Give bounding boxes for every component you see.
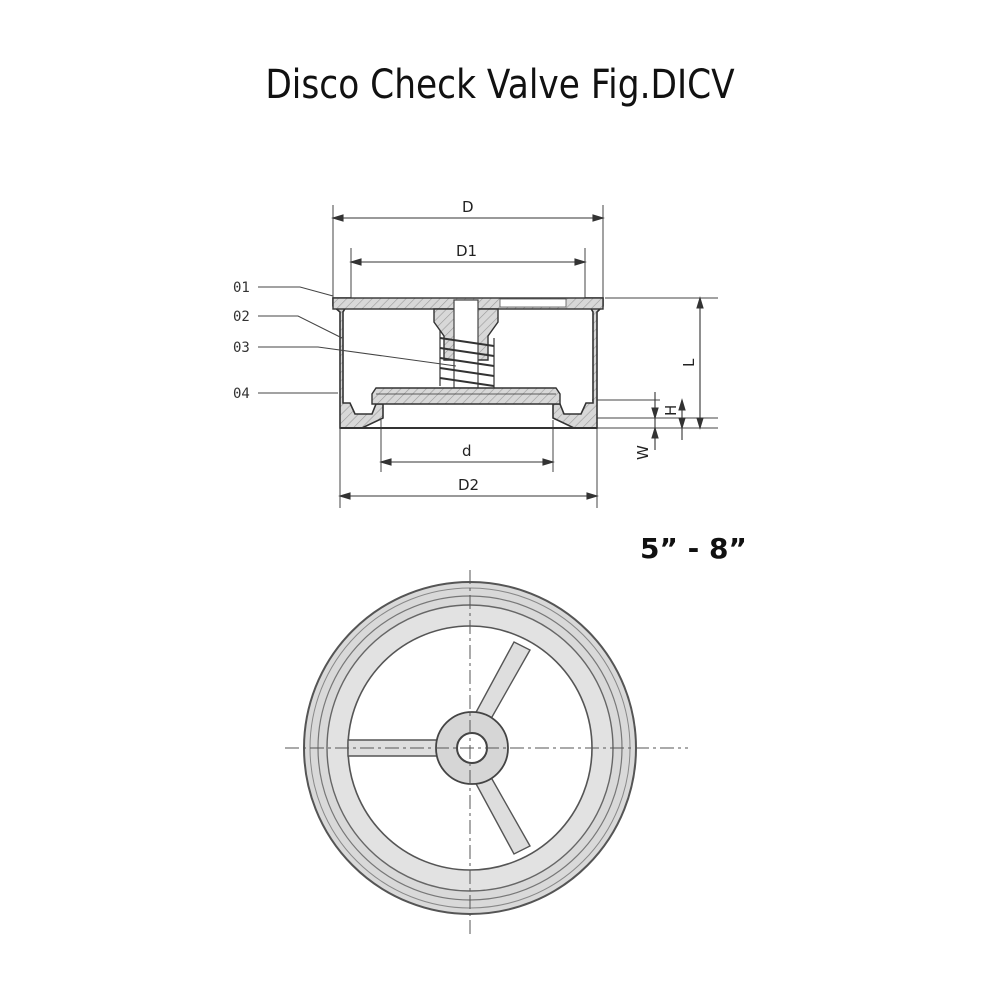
dimension-lines — [331, 214, 704, 500]
section-view: 01 02 03 04 D D1 d D2 L H W — [233, 198, 718, 508]
spring-retainer — [332, 297, 604, 389]
center-lines — [285, 570, 688, 935]
size-range-label: 5” - 8” — [640, 532, 747, 565]
dimension-label-h: H — [662, 405, 680, 416]
part-label-04: 04 — [233, 386, 250, 402]
part-label-03: 03 — [233, 340, 250, 356]
dimension-label-d-inner: d — [462, 442, 472, 460]
valve-body — [332, 297, 604, 429]
dimension-label-d2: D2 — [458, 476, 479, 494]
disc — [371, 387, 561, 405]
part-label-01: 01 — [233, 280, 250, 296]
page-title: Disco Check Valve Fig.DICV — [265, 62, 735, 108]
part-leaders — [258, 286, 457, 394]
dimension-label-l: L — [680, 358, 698, 367]
dimension-label-d-outer: D — [462, 198, 474, 216]
dimension-label-d1: D1 — [456, 242, 477, 260]
spring — [439, 330, 495, 388]
dimension-label-w: W — [634, 445, 652, 460]
part-label-02: 02 — [233, 309, 250, 325]
plan-view — [285, 570, 688, 935]
